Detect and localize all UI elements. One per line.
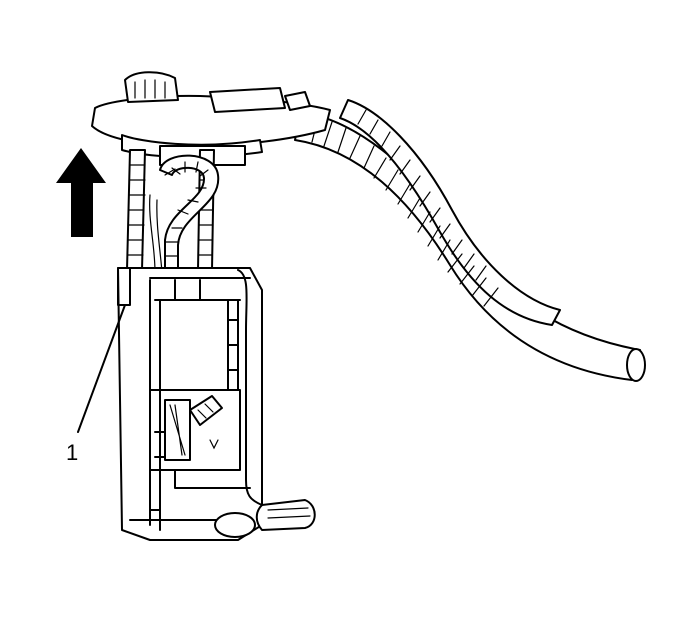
module-flange (91, 71, 331, 166)
fuel-level-float (174, 269, 316, 538)
fuel-lines (294, 99, 646, 382)
up-arrow-icon (56, 148, 106, 237)
guide-rods-and-wiring (126, 149, 220, 273)
callout-label: 1 (66, 440, 78, 465)
callout-leader-line (77, 304, 126, 433)
fuel-reservoir (117, 267, 263, 541)
